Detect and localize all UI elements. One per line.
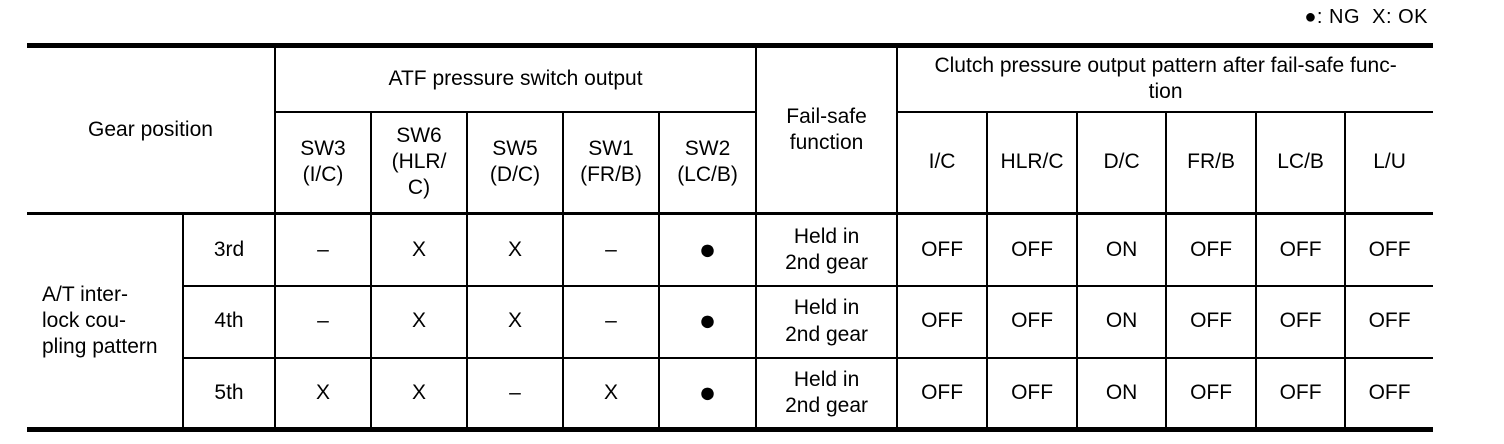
row-group-label: A/T inter- lock cou- pling pattern xyxy=(27,212,184,431)
atf-value-cell: X xyxy=(370,212,468,287)
atf-value-cell: – xyxy=(274,284,372,359)
atf-value-cell: ● xyxy=(657,356,758,431)
clutch-col-header-dc: D/C xyxy=(1076,110,1168,215)
atf-col-header-sw3: SW3 (I/C) xyxy=(275,110,372,215)
clutch-value-cell: ON xyxy=(1076,284,1168,359)
atf-value-cell: – xyxy=(562,212,660,287)
gear-cell: 4th xyxy=(183,284,276,359)
fail-safe-cell: Held in 2nd gear xyxy=(755,284,899,359)
atf-value-cell: ● xyxy=(657,284,758,359)
atf-col-header-sw6: SW6 (HLR/ C) xyxy=(370,110,468,215)
fail-safe-table: Gear position ATF pressure switch output… xyxy=(27,43,1434,432)
clutch-group-header: Clutch pressure output pattern after fai… xyxy=(896,44,1434,113)
clutch-col-header-ic: I/C xyxy=(896,110,989,215)
atf-value-cell: – xyxy=(274,212,372,287)
atf-value-cell: X xyxy=(562,356,660,431)
fail-safe-cell: Held in 2nd gear xyxy=(755,356,899,431)
header-row-columns: SW3 (I/C) SW6 (HLR/ C) SW5 (D/C) SW1 (FR… xyxy=(27,110,1434,215)
clutch-col-header-frb: FR/B xyxy=(1165,110,1258,215)
gear-position-header: Gear position xyxy=(27,44,276,215)
clutch-value-cell: ON xyxy=(1076,356,1168,431)
clutch-value-cell: OFF xyxy=(1344,356,1434,431)
clutch-value-cell: OFF xyxy=(1255,284,1347,359)
header-row-groups: Gear position ATF pressure switch output… xyxy=(27,44,1434,215)
symbol-legend: ●: NG X: OK xyxy=(1304,6,1428,28)
gear-cell: 5th xyxy=(183,356,276,431)
clutch-col-header-lcb: LC/B xyxy=(1255,110,1347,215)
clutch-value-cell: OFF xyxy=(986,284,1079,359)
clutch-value-cell: OFF xyxy=(1165,212,1258,287)
clutch-value-cell: OFF xyxy=(1255,356,1347,431)
clutch-value-cell: OFF xyxy=(1344,284,1434,359)
clutch-value-cell: OFF xyxy=(1165,356,1258,431)
clutch-value-cell: OFF xyxy=(1165,284,1258,359)
clutch-value-cell: OFF xyxy=(896,356,989,431)
clutch-value-cell: OFF xyxy=(896,284,989,359)
atf-value-cell: ● xyxy=(657,212,758,287)
atf-value-cell: X xyxy=(466,212,564,287)
atf-col-header-sw5: SW5 (D/C) xyxy=(466,110,564,215)
clutch-col-header-hlrc: HLR/C xyxy=(986,110,1079,215)
clutch-value-cell: OFF xyxy=(986,356,1079,431)
atf-value-cell: – xyxy=(466,356,564,431)
clutch-value-cell: OFF xyxy=(896,212,989,287)
table-row-4th: 4th – X X – ● Held in 2nd gear OFF OFF O… xyxy=(27,284,1434,359)
clutch-value-cell: ON xyxy=(1076,212,1168,287)
clutch-col-header-lu: L/U xyxy=(1344,110,1434,215)
atf-value-cell: – xyxy=(562,284,660,359)
atf-col-header-sw1: SW1 (FR/B) xyxy=(562,110,660,215)
atf-value-cell: X xyxy=(274,356,372,431)
clutch-value-cell: OFF xyxy=(986,212,1079,287)
clutch-value-cell: OFF xyxy=(1344,212,1434,287)
gear-cell: 3rd xyxy=(182,212,276,287)
table-row-5th: 5th X X – X ● Held in 2nd gear OFF OFF O… xyxy=(27,356,1434,431)
clutch-value-cell: OFF xyxy=(1255,212,1347,287)
table-row-3rd: A/T inter- lock cou- pling pattern 3rd –… xyxy=(27,212,1434,431)
atf-value-cell: X xyxy=(370,356,468,431)
fail-safe-header: Fail-safe function xyxy=(755,44,899,215)
atf-group-header: ATF pressure switch output xyxy=(273,44,758,113)
atf-value-cell: X xyxy=(466,284,564,359)
fail-safe-cell: Held in 2nd gear xyxy=(755,212,899,287)
atf-col-header-sw2: SW2 (LC/B) xyxy=(657,110,758,215)
atf-value-cell: X xyxy=(370,284,468,359)
